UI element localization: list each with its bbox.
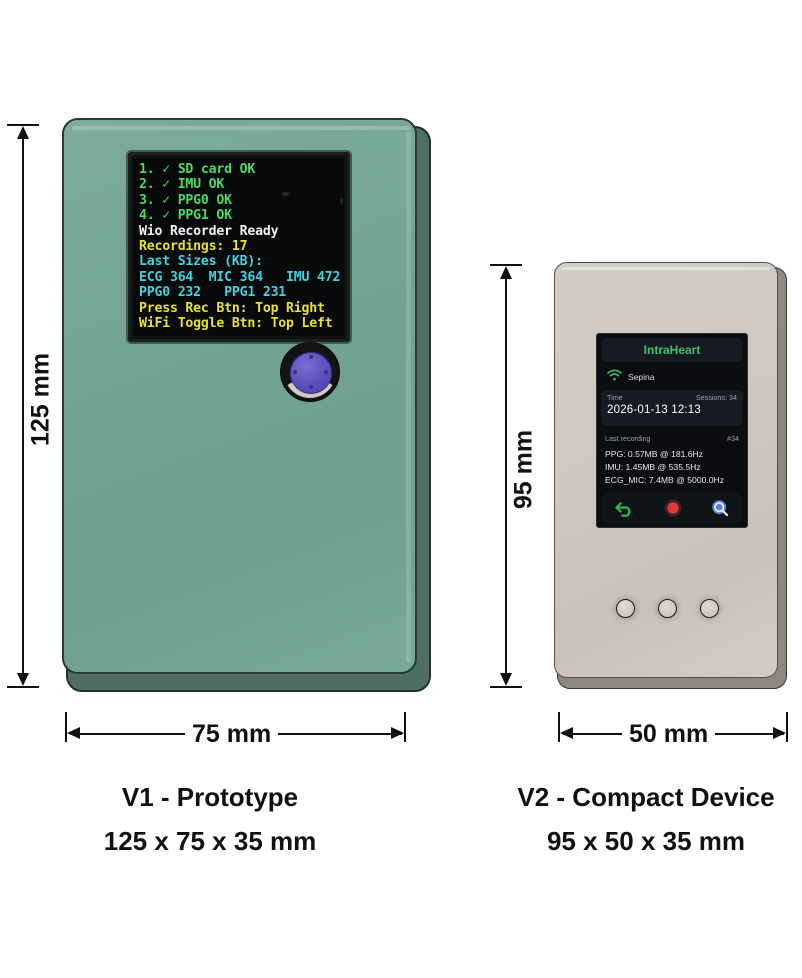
v2-sessions-label: Sessions: 34 — [695, 393, 737, 402]
v2-physical-button-2[interactable] — [658, 599, 677, 618]
v2-height-cap-top — [490, 264, 522, 266]
v2-caption-dims: 95 x 50 x 35 mm — [546, 826, 746, 856]
v2-width-label: 50 mm — [622, 720, 716, 749]
v1-screen-speck — [282, 192, 289, 196]
v1-caption-dims: 125 x 75 x 35 mm — [103, 826, 317, 856]
v2-physical-button-1[interactable] — [616, 599, 635, 618]
v2-width-cap-right — [786, 712, 788, 742]
v1-knob-inner-cap[interactable] — [290, 352, 332, 394]
v2-height-label: 95 mm — [509, 429, 538, 510]
v2-stat-ppg: PPG: 0.57MB @ 181.6Hz — [605, 449, 704, 459]
v2-physical-button-3[interactable] — [700, 599, 719, 618]
v1-screen-line-6: Recordings: 17 — [139, 239, 248, 255]
v2-datetime: 2026-01-13 12:13 — [607, 404, 701, 416]
v1-height-arrow-bottom — [17, 673, 29, 686]
v2-height-line — [505, 270, 507, 682]
v1-screen-line-4: 4. ✓ PPG1 OK — [139, 208, 232, 224]
v2-last-recording-label: Last recording — [605, 434, 651, 443]
v1-screen-line-7: Last Sizes (KB): — [139, 254, 263, 270]
v2-screen[interactable]: IntraHeart Sepina — [596, 333, 748, 528]
wifi-icon — [607, 368, 622, 386]
v2-caption-title: V2 - Compact Device — [517, 782, 775, 812]
v2-button-bar — [601, 493, 743, 523]
v2-recording-id: #34 — [727, 434, 739, 443]
record-dot-icon[interactable] — [663, 498, 683, 518]
v1-screen-line-5: Wio Recorder Ready — [139, 223, 279, 239]
v2-wifi-row: Sepina — [607, 368, 654, 386]
v2-stat-imu: IMU: 1.45MB @ 535.5Hz — [605, 462, 701, 472]
v2-body-highlight — [562, 267, 770, 270]
v2-wifi-ssid: Sepina — [628, 372, 655, 382]
v1-width-arrow-left — [67, 727, 80, 739]
v1-knob-dot-e — [324, 370, 328, 374]
v1-knob-dot-w — [293, 370, 297, 374]
v2-height-arrow-top — [500, 266, 512, 279]
v1-width-label: 75 mm — [185, 720, 279, 749]
v2-title-panel: IntraHeart — [601, 338, 743, 362]
v2-height-arrow-bottom — [500, 673, 512, 686]
v2-time-panel: Time Sessions: 34 2026-01-13 12:13 — [601, 390, 743, 426]
v2-stat-ecg-mic: ECG_MIC: 7.4MB @ 5000.0Hz — [605, 475, 725, 485]
v1-height-cap-bottom — [7, 686, 39, 688]
v1-width-arrow-right — [391, 727, 404, 739]
v1-screen-line-1: 1. ✓ SD card OK — [139, 162, 256, 177]
v1-height-arrow-top — [17, 126, 29, 139]
v1-joystick-knob[interactable] — [280, 342, 340, 402]
v2-height-cap-bottom — [490, 686, 522, 688]
search-icon[interactable] — [710, 498, 730, 518]
v1-screen-line-2: 2. ✓ IMU OK — [139, 177, 225, 193]
v2-width-arrow-left — [560, 727, 573, 739]
v1-knob-dot-s — [309, 385, 313, 389]
v2-width-arrow-right — [773, 727, 786, 739]
v1-screen-line-9: PPG0 232 PPG1 231 — [139, 285, 287, 301]
back-arrow-icon[interactable] — [614, 499, 636, 517]
v1-screen-line-11: WiFi Toggle Btn: Top Left — [139, 316, 333, 332]
v1-height-label: 125 mm — [26, 352, 55, 447]
v2-width-cap-left — [558, 712, 560, 742]
v2-time-label: Time — [607, 393, 623, 402]
v1-knob-dot-n — [309, 355, 313, 359]
v1-screen-line-10: Press Rec Btn: Top Right — [139, 300, 325, 316]
v1-height-cap-top — [7, 124, 39, 126]
v2-recording-header-row: Last recording #34 — [605, 434, 739, 443]
v2-app-title: IntraHeart — [643, 343, 701, 357]
v1-screen-speck-2 — [340, 198, 343, 205]
v2-recording-panel: Last recording #34 PPG: 0.57MB @ 181.6Hz… — [605, 434, 739, 487]
v2-body: IntraHeart Sepina — [554, 262, 778, 678]
v1-height-line — [22, 130, 24, 682]
v1-screen-line-8: ECG 364 MIC 364 IMU 472 — [139, 269, 341, 285]
v2-time-header-row: Time Sessions: 34 — [607, 393, 737, 402]
v2-device: IntraHeart Sepina — [554, 262, 789, 690]
v1-body-right-edge — [406, 132, 411, 662]
v1-body-highlight — [72, 126, 411, 130]
v1-caption-title: V1 - Prototype — [121, 782, 299, 812]
v1-width-cap-right — [404, 712, 406, 742]
v1-width-cap-left — [65, 712, 67, 742]
v1-screen-line-3: 3. ✓ PPG0 OK — [139, 192, 232, 208]
